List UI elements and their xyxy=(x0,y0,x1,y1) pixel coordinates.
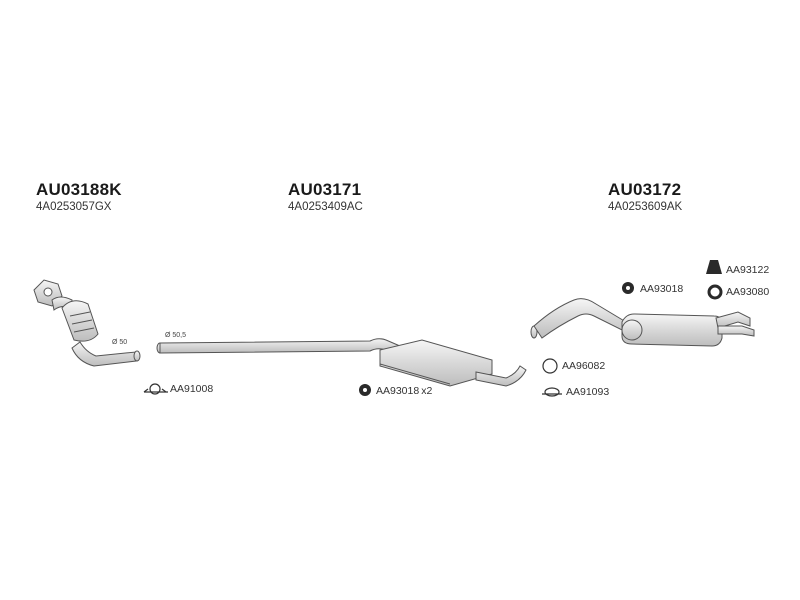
clamp-icon xyxy=(143,383,168,395)
part-qty: x2 xyxy=(421,385,433,397)
diameter-label-front: Ø 50 xyxy=(112,339,128,346)
part-label-mount-rear: AA93018 xyxy=(640,283,684,295)
ring-icon xyxy=(542,358,558,374)
part-code: AA93018 xyxy=(376,385,420,397)
middle-pipe-silencer xyxy=(156,338,527,387)
rubber-block-icon xyxy=(706,260,722,274)
rubber-mount-icon xyxy=(359,384,371,396)
ring-icon xyxy=(707,284,723,300)
rear-pipe-silencer xyxy=(530,298,755,347)
section-oem-middle: 4A0253409AC xyxy=(288,201,363,213)
clamp-icon xyxy=(542,387,562,397)
section-title-middle: AU03171 xyxy=(288,180,362,199)
section-title-front: AU03188K xyxy=(36,180,122,199)
rubber-mount-icon xyxy=(622,282,634,294)
diameter-label-middle: Ø 50,5 xyxy=(165,332,187,339)
part-label-clamp-front: AA91008 xyxy=(170,383,214,395)
part-label-rubber-block: AA93122 xyxy=(726,264,770,276)
part-label-ring: AA96082 xyxy=(562,360,606,372)
section-oem-rear: 4A0253609AK xyxy=(608,201,683,213)
part-label-clamp-rear: AA91093 xyxy=(566,386,610,398)
part-label-ring-rear: AA93080 xyxy=(726,286,770,298)
section-title-rear: AU03172 xyxy=(608,180,682,199)
front-pipe-catalytic xyxy=(33,279,141,367)
section-oem-front: 4A0253057GX xyxy=(36,201,112,213)
